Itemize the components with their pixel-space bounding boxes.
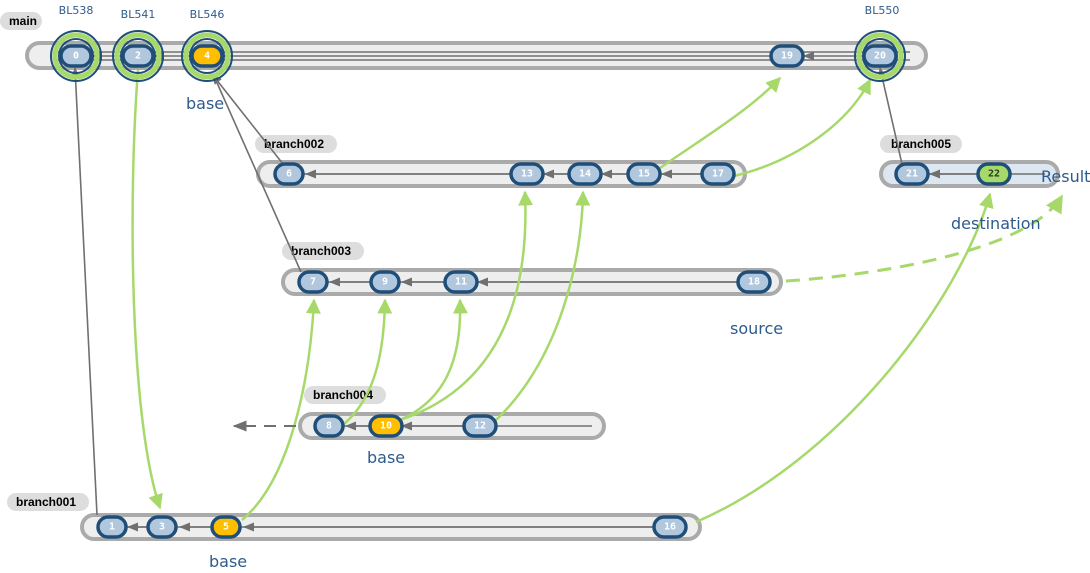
- nodes-layer: 0 2 4 19 20 6 13 14 15 17 21 22 7 9 11 1…: [50, 30, 1012, 539]
- edge-merge-10-11: [399, 298, 468, 422]
- lane-label-branch001: branch001: [16, 495, 76, 509]
- commit-label-0: 0: [73, 51, 79, 62]
- commit-node-2[interactable]: [121, 44, 155, 68]
- lane-label-branch005: branch005: [891, 137, 951, 151]
- commit-label-4: 4: [204, 51, 210, 62]
- annotation-result: Result: [1041, 167, 1090, 186]
- annotation-base-branch001: base: [209, 552, 247, 571]
- commit-node-4[interactable]: [190, 44, 224, 68]
- lane-tag-branch002: [255, 135, 337, 153]
- commit-label-19: 19: [781, 51, 793, 62]
- edge-branch-21-20: [877, 66, 903, 165]
- commit-label-13: 13: [521, 169, 533, 180]
- commit-node-21[interactable]: [894, 162, 930, 186]
- commit-label-15: 15: [638, 169, 650, 180]
- commit-node-19[interactable]: [769, 44, 805, 68]
- edge-branch-7-4: [213, 75, 302, 273]
- annotation-destination: destination: [951, 214, 1041, 233]
- commit-label-10: 10: [380, 421, 392, 432]
- baseline-ring-4: [181, 30, 233, 82]
- baseline-tag-2: BL541: [121, 8, 156, 21]
- commit-node-7[interactable]: [297, 270, 329, 294]
- lane-label-branch004: branch004: [313, 388, 373, 402]
- commit-node-10[interactable]: [368, 414, 404, 438]
- commit-label-16: 16: [664, 522, 676, 533]
- edge-branch-6-4: [211, 73, 284, 165]
- commit-node-22[interactable]: [976, 162, 1012, 186]
- baseline-tag-0: BL538: [59, 4, 94, 17]
- commit-label-14: 14: [579, 169, 591, 180]
- commit-label-21: 21: [906, 169, 918, 180]
- commit-node-13[interactable]: [509, 162, 545, 186]
- lanes-layer: main branch002 branch005 branch003 branc…: [0, 12, 1060, 541]
- labels-layer: BL538 BL541 BL546 BL550 base base base d…: [59, 4, 1090, 571]
- lane-label-branch002: branch002: [264, 137, 324, 151]
- edge-merge-12-14: [493, 190, 591, 423]
- commit-node-8[interactable]: [313, 414, 345, 438]
- commit-label-11: 11: [455, 277, 467, 288]
- commit-node-0[interactable]: [59, 44, 93, 68]
- commit-node-6[interactable]: [273, 162, 305, 186]
- edges-layer: [71, 51, 1064, 532]
- commit-label-8: 8: [326, 421, 332, 432]
- commit-label-22: 22: [988, 169, 1000, 180]
- commit-node-15[interactable]: [626, 162, 662, 186]
- commit-label-17: 17: [712, 169, 724, 180]
- commit-node-18[interactable]: [736, 270, 772, 294]
- commit-node-20[interactable]: [862, 44, 898, 68]
- commit-label-20: 20: [874, 51, 886, 62]
- lane-tag-branch001: [7, 493, 89, 511]
- commit-label-18: 18: [748, 277, 760, 288]
- edge-merge-8-9: [343, 298, 393, 425]
- edge-merge-10-13: [399, 190, 534, 422]
- commit-node-1[interactable]: [96, 515, 128, 539]
- commit-node-9[interactable]: [369, 270, 401, 294]
- commit-node-11[interactable]: [443, 270, 479, 294]
- commit-label-6: 6: [286, 169, 292, 180]
- annotation-base-main: base: [186, 94, 224, 113]
- lane-tag-branch005: [880, 135, 962, 153]
- edge-merge-17-20: [733, 78, 872, 178]
- commit-node-14[interactable]: [567, 162, 603, 186]
- commit-label-7: 7: [310, 277, 316, 288]
- lane-label-branch003: branch003: [291, 244, 351, 258]
- commit-node-5[interactable]: [210, 515, 242, 539]
- baseline-tag-4: BL546: [190, 8, 225, 21]
- commit-label-1: 1: [109, 522, 115, 533]
- lane-tag-branch003: [282, 242, 364, 260]
- annotation-source: source: [730, 319, 783, 338]
- commit-label-9: 9: [382, 277, 388, 288]
- edge-pending-merge-18-result: [785, 194, 1064, 283]
- edge-merge-16-22: [695, 192, 994, 524]
- edge-merge-2-3: [131, 69, 163, 510]
- baseline-ring-0: [50, 30, 102, 82]
- lane-label-main: main: [9, 14, 37, 28]
- baseline-ring-2: [112, 30, 164, 82]
- commit-node-16[interactable]: [652, 515, 688, 539]
- baseline-tag-20: BL550: [865, 4, 900, 17]
- commit-label-5: 5: [223, 522, 229, 533]
- edge-branch-1-0: [71, 66, 98, 516]
- lane-tag-main: [0, 12, 42, 30]
- commit-node-12[interactable]: [462, 414, 498, 438]
- edge-merge-5-7: [241, 298, 321, 521]
- commit-label-2: 2: [135, 51, 141, 62]
- commit-label-12: 12: [474, 421, 486, 432]
- commit-node-3[interactable]: [146, 515, 178, 539]
- annotation-base-branch004: base: [367, 448, 405, 467]
- commit-node-17[interactable]: [700, 162, 736, 186]
- edge-merge-15-19: [659, 76, 782, 170]
- commit-label-3: 3: [159, 522, 165, 533]
